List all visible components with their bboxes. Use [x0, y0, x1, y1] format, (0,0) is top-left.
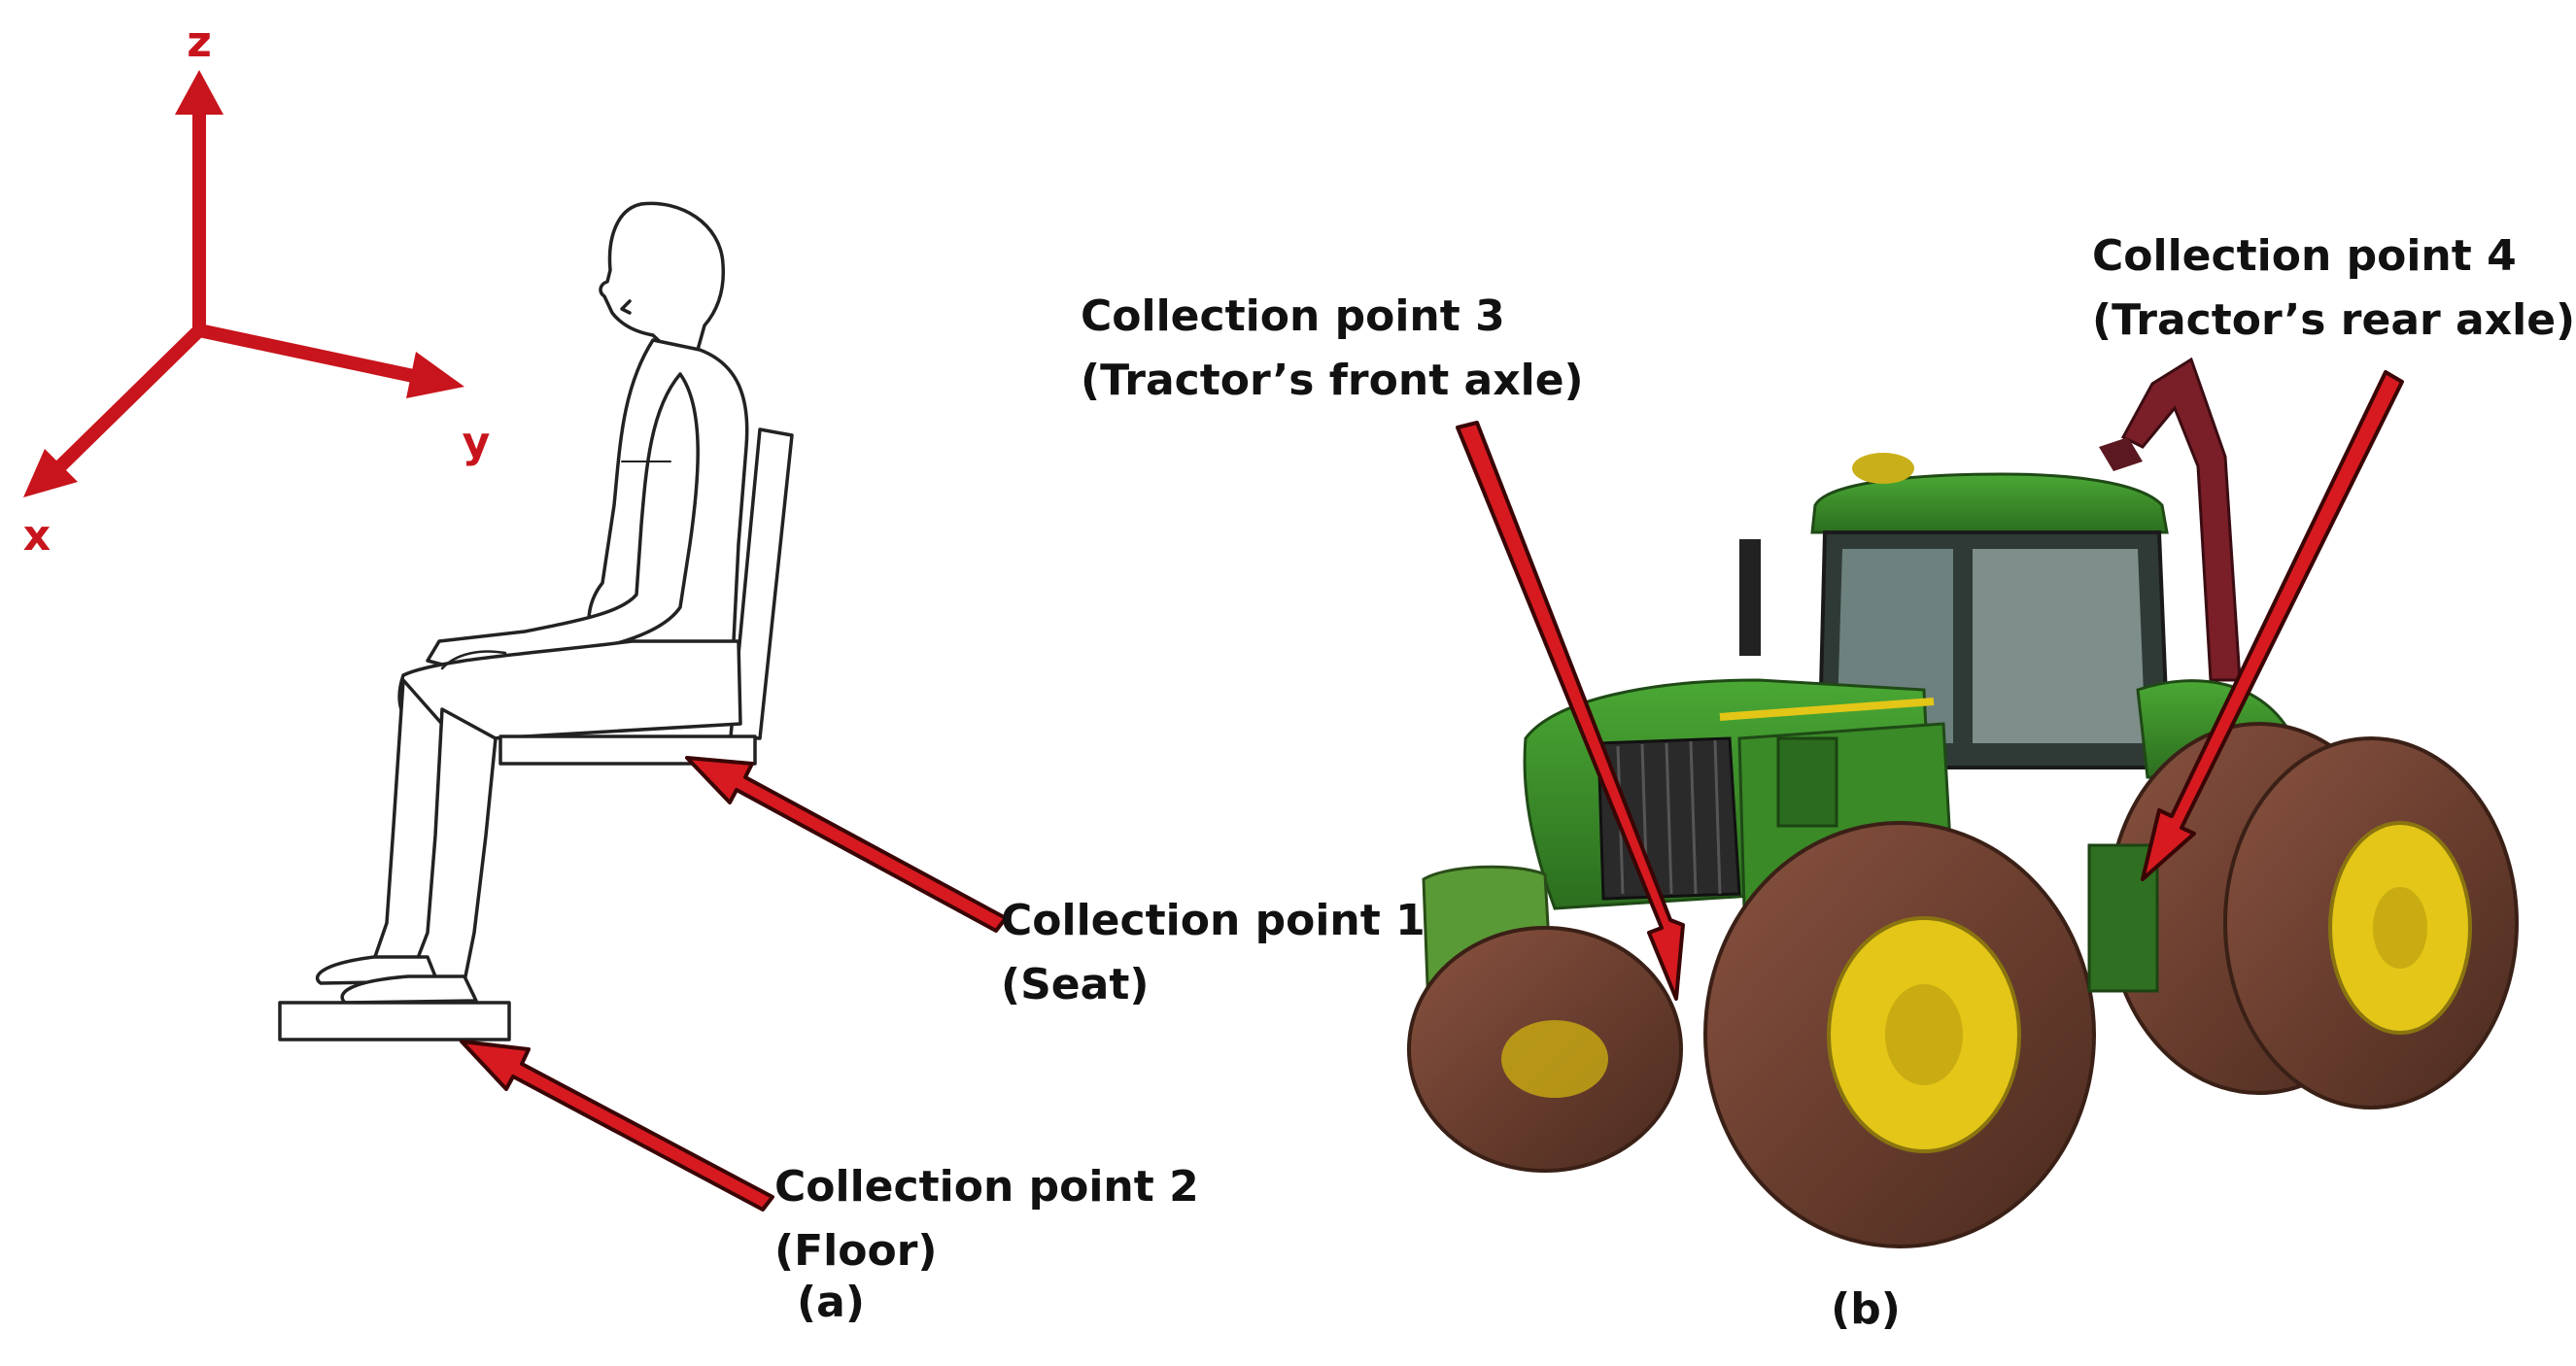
arrow-point-3 [1456, 421, 1685, 1001]
x-axis-arrow [23, 324, 204, 497]
arrow-point-1 [685, 756, 1008, 933]
side-mirror [1739, 539, 1761, 656]
x-axis-label: x [23, 511, 51, 561]
point-1-detail: (Seat) [1001, 960, 1149, 1009]
panel-b-caption: (b) [1831, 1284, 1901, 1334]
tractor-icon [1407, 357, 2519, 1248]
point-4-title: Collection point 4 [2092, 231, 2517, 281]
y-axis-label: y [463, 418, 491, 467]
rear-implement-arm [2120, 357, 2242, 682]
cab-window-side [1973, 549, 2146, 743]
head [599, 201, 726, 354]
y-axis-arrow [197, 324, 464, 398]
point-4-detail: (Tractor’s rear axle) [2092, 295, 2575, 345]
point-2-detail: (Floor) [774, 1226, 938, 1276]
rear-wheels [2107, 722, 2519, 1110]
labels: Collection point 1 (Seat) Collection poi… [774, 231, 2575, 1334]
coordinate-axes: z y x [23, 17, 491, 561]
point-2-title: Collection point 2 [774, 1162, 1199, 1212]
cab-roof [1810, 472, 2169, 534]
front-wheels [1407, 821, 2096, 1248]
arrow-point-4 [2141, 370, 2404, 881]
floor-plate [278, 1001, 511, 1042]
side-vent [1776, 736, 1838, 828]
panel-a-caption: (a) [797, 1278, 865, 1327]
z-axis-label: z [187, 17, 212, 67]
hood-stripe [1719, 698, 1935, 721]
point-3-detail: (Tractor’s front axle) [1081, 356, 1584, 405]
seated-person-icon [278, 201, 794, 1042]
seat-backrest [729, 427, 794, 740]
point-1-title: Collection point 1 [1001, 896, 1425, 945]
arrow-point-2 [460, 1040, 774, 1212]
z-axis-arrow [175, 70, 223, 330]
face-detail [620, 299, 632, 315]
pointer-arrows [460, 370, 2404, 1212]
cab-beacon [1852, 453, 1914, 484]
point-3-title: Collection point 3 [1081, 291, 1505, 341]
rear-implement-hook [2099, 437, 2143, 471]
hand-detail [440, 650, 507, 670]
